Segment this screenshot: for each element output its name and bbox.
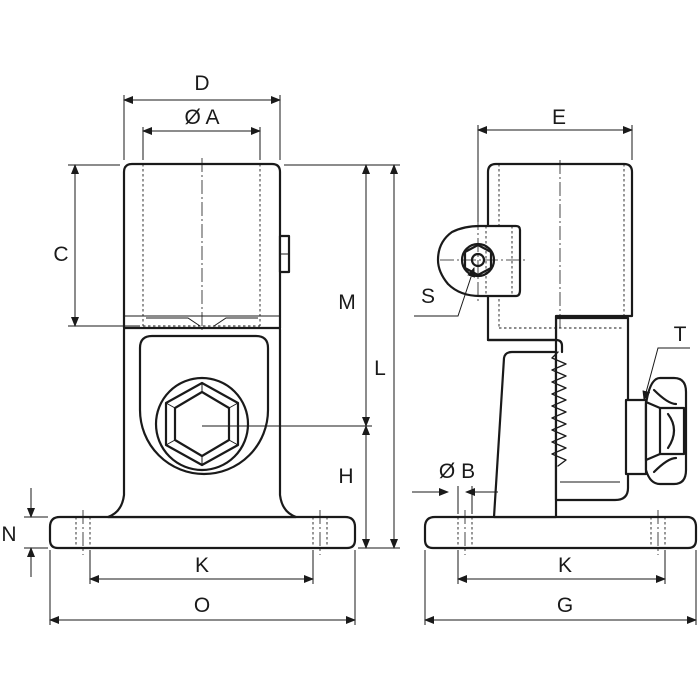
clamp-knob-icon [624, 376, 688, 486]
label-D: D [194, 72, 209, 95]
label-K-front: K [195, 554, 209, 577]
label-S: S [421, 285, 435, 308]
side-base-holes [457, 510, 666, 555]
label-L: L [374, 357, 386, 380]
label-N: N [1, 523, 16, 546]
side-dimensions [412, 125, 697, 625]
front-view [48, 158, 372, 555]
label-C: C [53, 243, 68, 266]
front-bore-hidden [142, 164, 261, 327]
front-dimensions [24, 95, 400, 625]
front-u-cutout [138, 334, 270, 476]
dimension-labels: D Ø A C M L H N K O E S T Ø B K G [1, 72, 686, 617]
hex-socket-icon [154, 376, 250, 472]
front-base-holes [75, 510, 328, 555]
side-pillar [492, 350, 558, 519]
label-M: M [338, 291, 356, 314]
label-B: Ø B [439, 460, 475, 483]
label-K-side: K [558, 554, 572, 577]
label-T: T [674, 323, 687, 346]
label-G: G [557, 594, 573, 617]
label-O: O [194, 594, 210, 617]
side-view [423, 160, 698, 555]
side-base-plate [423, 515, 698, 550]
side-clamp-jaw [554, 316, 630, 502]
label-H: H [338, 465, 353, 488]
label-A: Ø A [184, 106, 219, 129]
label-E: E [552, 106, 566, 129]
front-base-plate [48, 515, 357, 550]
spring-icon [551, 351, 567, 467]
clamp-screw-lug [436, 216, 528, 304]
